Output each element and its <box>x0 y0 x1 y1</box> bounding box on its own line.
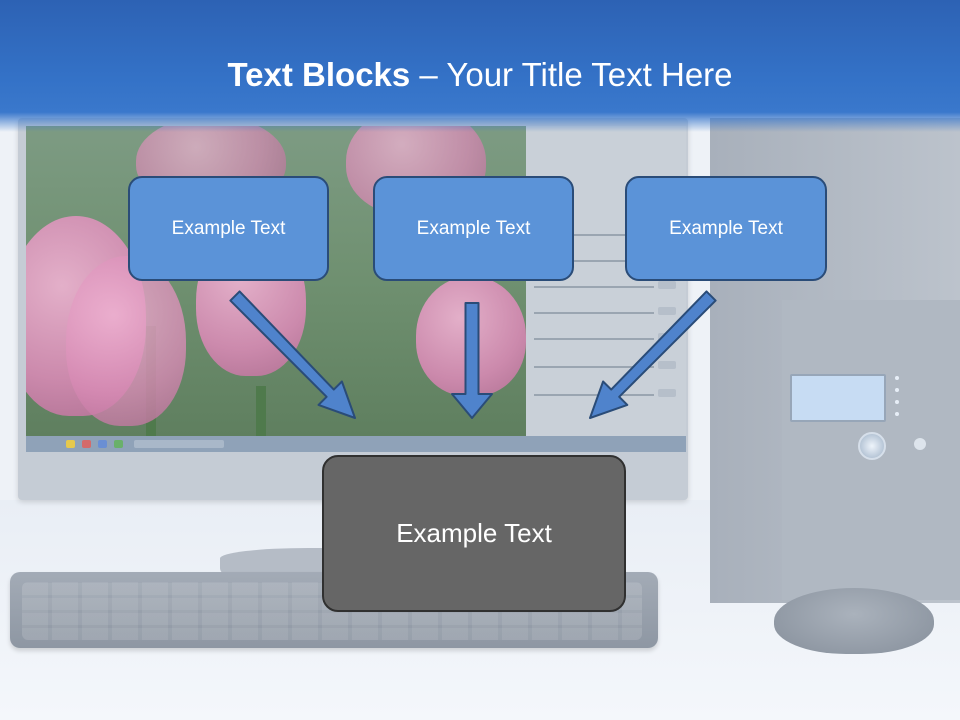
power-button-icon <box>858 432 886 460</box>
arrow-left-icon <box>229 290 356 419</box>
title-bold: Text Blocks <box>227 56 411 93</box>
text-block-left: Example Text <box>128 176 329 281</box>
text-block-center: Example Text <box>373 176 574 281</box>
reset-button-icon <box>914 438 926 450</box>
text-block-center-label: Example Text <box>416 217 531 239</box>
tower-indicator-lights <box>895 376 905 420</box>
screen-taskbar <box>26 436 686 452</box>
computer-mouse <box>774 588 934 654</box>
slide-title: Text Blocks – Your Title Text Here <box>0 55 960 95</box>
text-block-bottom-label: Example Text <box>396 518 552 548</box>
title-normal: Your Title Text Here <box>446 56 733 93</box>
arrow-center-icon <box>451 302 493 419</box>
text-block-bottom: Example Text <box>322 455 626 612</box>
text-block-right-label: Example Text <box>669 217 783 239</box>
header-band <box>0 0 960 132</box>
arrow-right-icon <box>589 290 717 419</box>
tower-lcd-display <box>790 374 886 422</box>
text-block-left-label: Example Text <box>171 217 286 239</box>
text-block-right: Example Text <box>625 176 827 281</box>
title-separator: – <box>410 56 447 93</box>
